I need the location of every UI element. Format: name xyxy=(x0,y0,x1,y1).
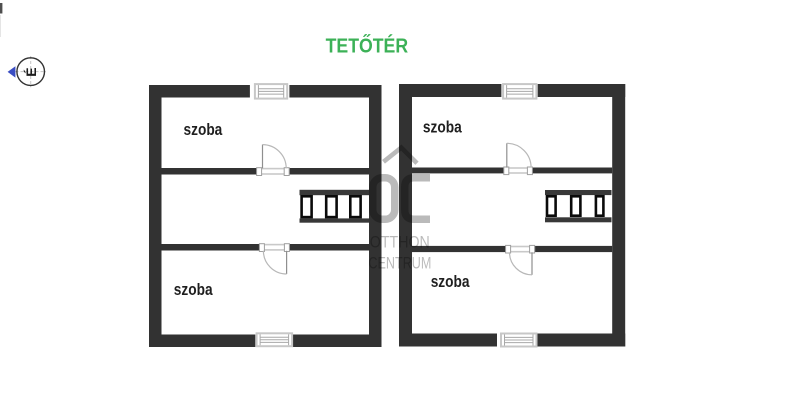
svg-text:szoba: szoba xyxy=(184,121,224,139)
svg-text:szoba: szoba xyxy=(423,118,463,136)
svg-text:TETŐTÉR: TETŐTÉR xyxy=(326,35,409,58)
svg-text:OTTHON: OTTHON xyxy=(370,233,430,252)
svg-text:CENTRUM: CENTRUM xyxy=(368,253,431,272)
svg-text:szoba: szoba xyxy=(431,273,471,291)
svg-text:szoba: szoba xyxy=(174,281,214,299)
svg-text:É: É xyxy=(23,67,39,76)
